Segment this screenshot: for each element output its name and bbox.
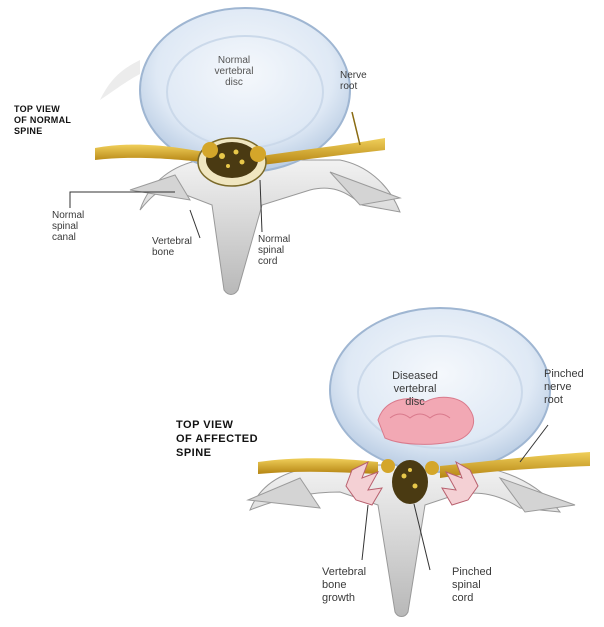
vertebral-bone-growth-label: Vertebral bone growth bbox=[322, 566, 366, 605]
vertebral-bone-label: Vertebral bone bbox=[152, 236, 192, 258]
pinched-spinal-cord-label: Pinched spinal cord bbox=[452, 566, 492, 605]
normal-spinal-canal-label: Normal spinal canal bbox=[52, 210, 84, 243]
normal-vertebra bbox=[70, 8, 400, 295]
normal-disc-label: Normal vertebral disc bbox=[204, 55, 264, 88]
normal-vertebral-bone bbox=[140, 160, 400, 295]
nerve-root-label: Nerve root bbox=[340, 70, 367, 92]
affected-spine-title: TOP VIEW OF AFFECTED SPINE bbox=[176, 418, 258, 460]
normal-spine-title: TOP VIEW OF NORMAL SPINE bbox=[14, 104, 71, 137]
pinched-nerve-root-label: Pinched nerve root bbox=[544, 368, 584, 407]
normal-spinal-cord-label: Normal spinal cord bbox=[258, 234, 290, 267]
diseased-disc-label: Diseased vertebral disc bbox=[382, 370, 448, 409]
pinched-spinal-cord bbox=[392, 460, 428, 504]
affected-vertebra bbox=[248, 308, 590, 617]
